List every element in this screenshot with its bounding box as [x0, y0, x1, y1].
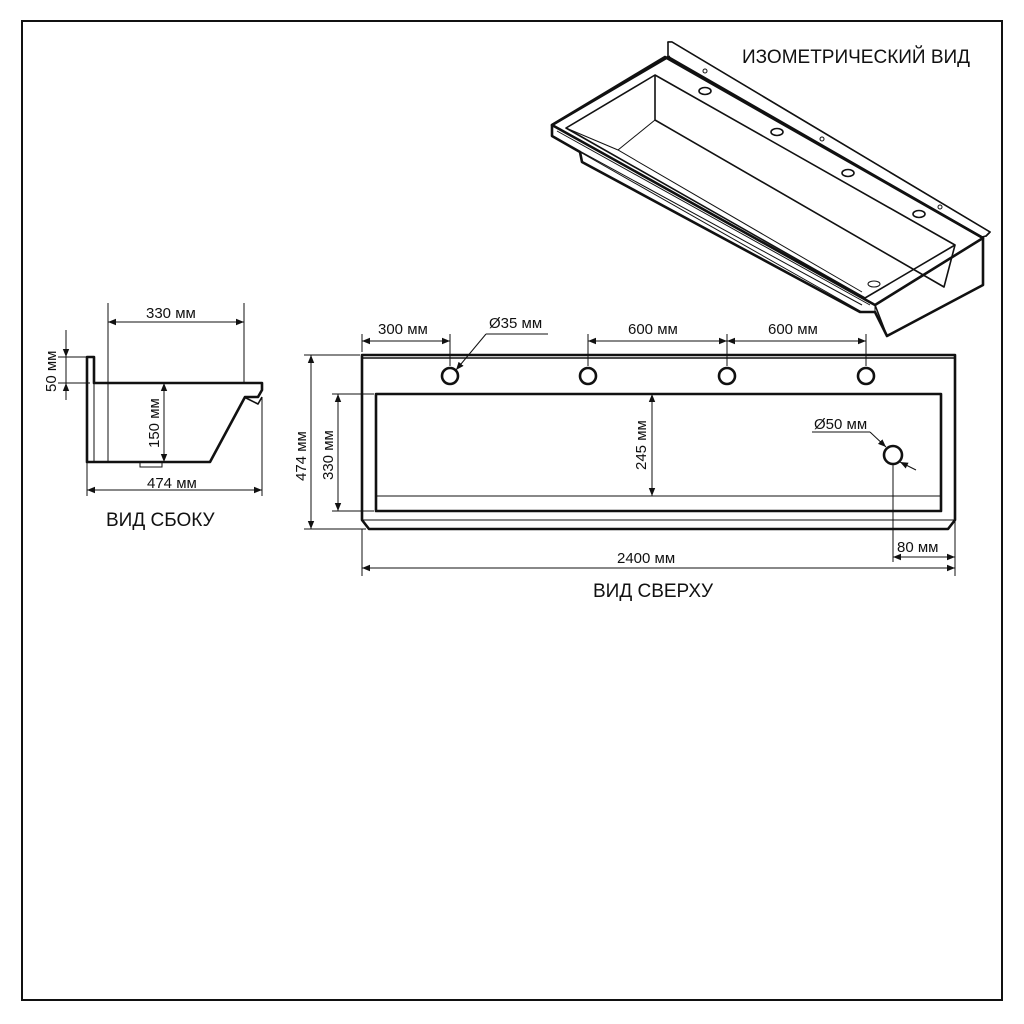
tap-hole	[717, 366, 737, 386]
offset-first-hole-label: 300 мм	[378, 321, 428, 338]
hole-diameter-label: Ø35 мм	[489, 315, 542, 332]
tap-hole	[440, 366, 460, 386]
top-view: 300 мм 600 мм 600 мм Ø35 мм 474 мм 330 м…	[293, 315, 957, 602]
iso-tap-hole	[698, 86, 712, 96]
isometric-view: ИЗОМЕТРИЧЕСКИЙ ВИД	[550, 41, 991, 338]
hole-spacing-1-label: 600 мм	[628, 321, 678, 338]
drain-offset-label: 80 мм	[897, 539, 938, 556]
tap-hole	[856, 366, 876, 386]
iso-tap-hole	[841, 168, 855, 178]
side-flange-label: 50 мм	[43, 351, 60, 392]
iso-tap-hole	[912, 209, 926, 219]
side-width-total-label: 474 мм	[147, 475, 197, 492]
hole-spacing-2-label: 600 мм	[768, 321, 818, 338]
tap-hole	[578, 366, 598, 386]
side-depth-label: 150 мм	[146, 398, 163, 448]
drawing-frame	[21, 20, 1003, 1001]
inner-depth-left-label: 330 мм	[320, 430, 337, 480]
side-view: 330 мм 50 мм 150 мм 474 мм ВИД СБОКУ	[43, 303, 264, 531]
top-view-title: ВИД СВЕРХУ	[593, 581, 714, 602]
drain-hole	[882, 444, 904, 466]
isometric-title: ИЗОМЕТРИЧЕСКИЙ ВИД	[742, 46, 970, 68]
total-length-label: 2400 мм	[617, 550, 675, 567]
drain-diameter-label: Ø50 мм	[814, 416, 867, 433]
iso-tap-hole	[770, 127, 784, 137]
side-width-top-label: 330 мм	[146, 305, 196, 322]
side-view-title: ВИД СБОКУ	[106, 510, 216, 531]
inner-depth-center-label: 245 мм	[633, 420, 650, 470]
total-depth-label: 474 мм	[293, 431, 310, 481]
